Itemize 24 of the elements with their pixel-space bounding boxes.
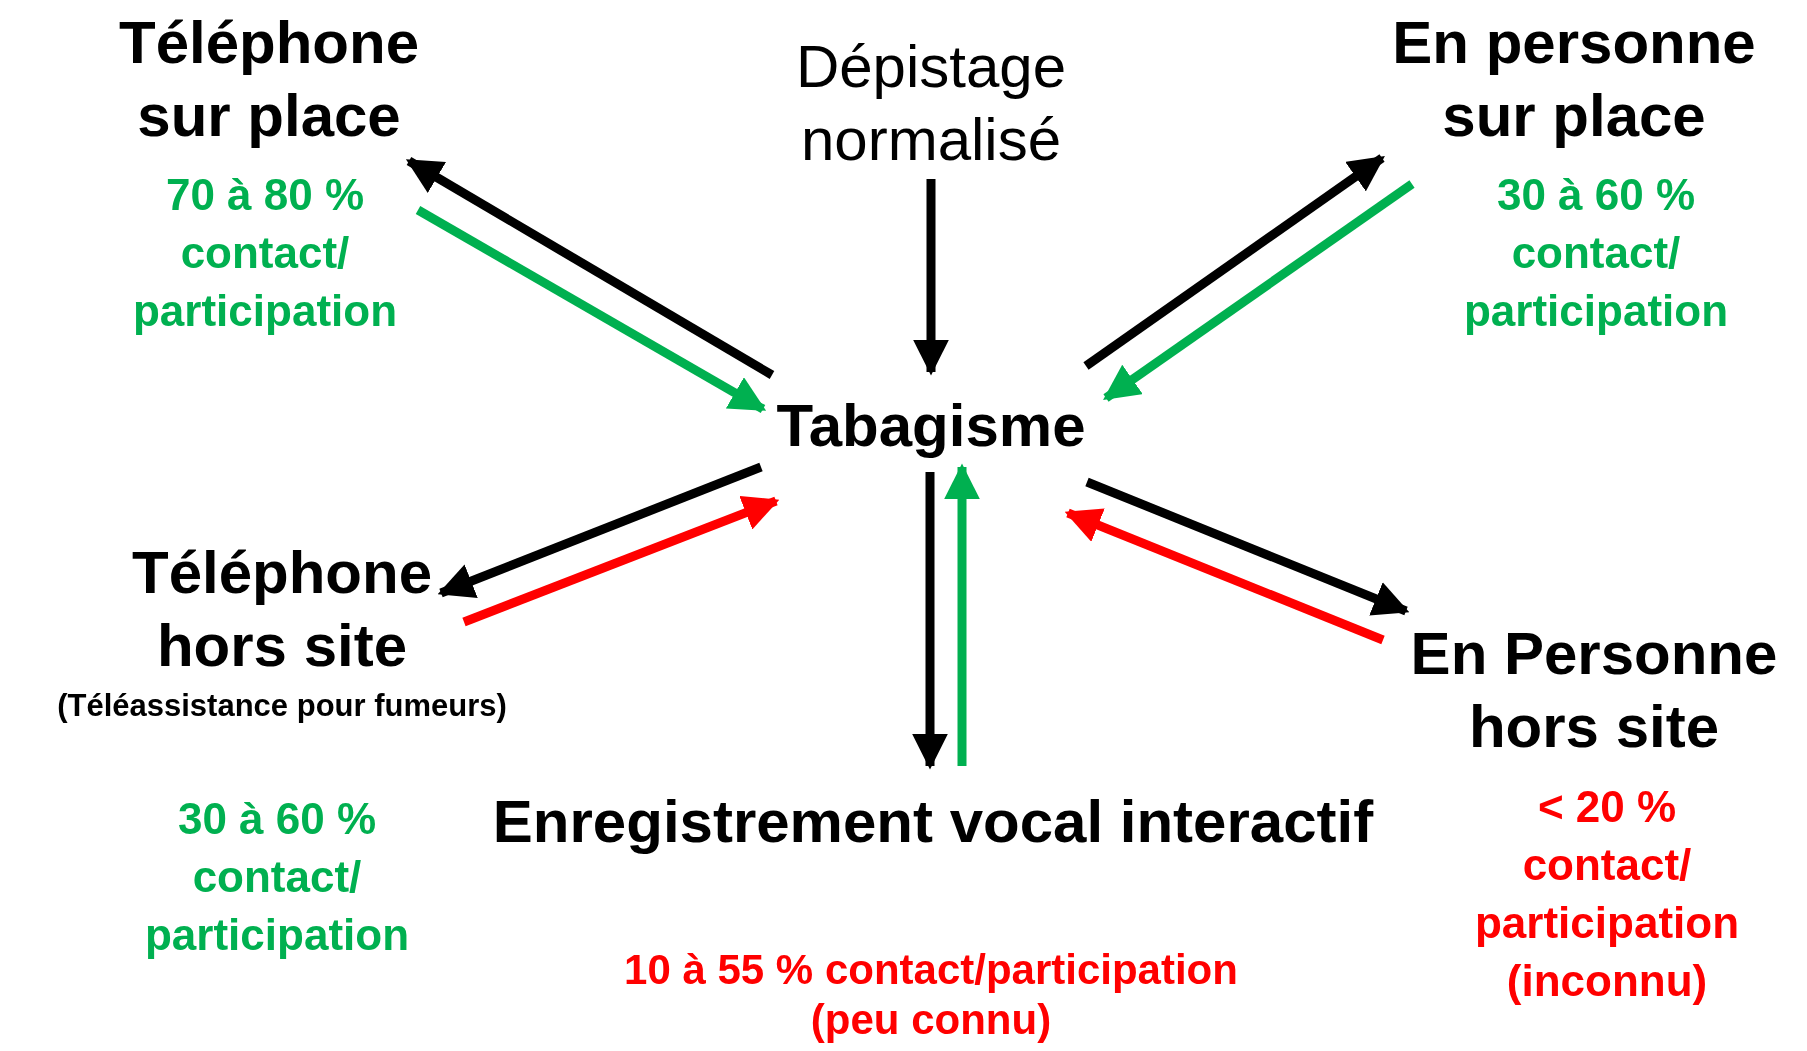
arrow (1083, 154, 1385, 370)
node-label: Téléphone sur place (99, 6, 439, 153)
note-text: (Téléassistance pour fumeurs) (56, 687, 508, 725)
node-label: Téléphone hors site (122, 536, 442, 683)
node-label: En personne sur place (1374, 6, 1774, 153)
arrow (415, 206, 767, 413)
stat-text: 70 à 80 % contact/ participation (132, 169, 398, 337)
stat-text: 30 à 60 % contact/ participation (1463, 169, 1729, 337)
arrow (437, 462, 763, 598)
stat-text: 30 à 60 % contact/ participation (144, 793, 410, 961)
stat-text: < 20 % contact/ participation (inconnu) (1474, 781, 1740, 1007)
arrow (1064, 508, 1385, 645)
stat-text: 10 à 55 % contact/participation (peu connu) (623, 945, 1239, 1045)
arrow (1085, 477, 1410, 616)
node-label: Enregistrement vocal interactif (433, 785, 1433, 859)
node-label: Dépistage normalisé (771, 30, 1091, 177)
arrow (944, 463, 980, 766)
arrow (1103, 180, 1415, 402)
arrow (913, 179, 949, 376)
arrow (462, 495, 780, 627)
node-label: Tabagisme (761, 389, 1101, 463)
node-label: En Personne hors site (1394, 617, 1794, 764)
arrow (912, 472, 948, 770)
arrow (405, 157, 775, 379)
